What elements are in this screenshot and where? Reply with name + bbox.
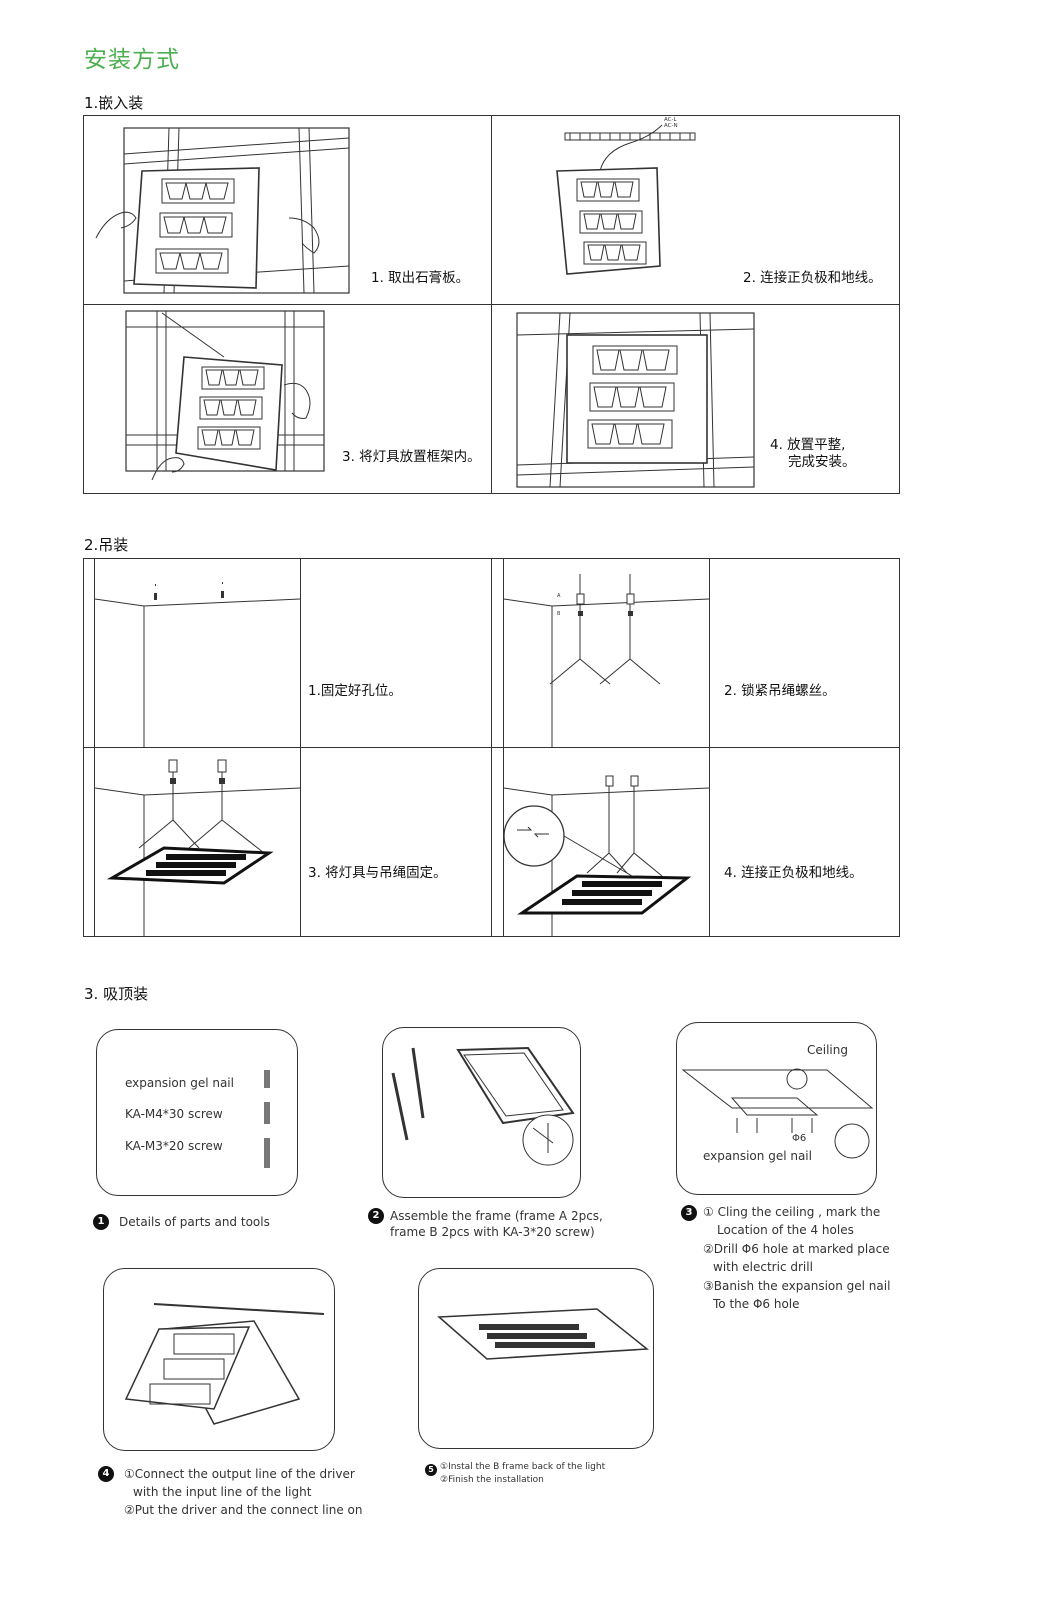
driver-box	[103, 1268, 335, 1451]
parts-illustration	[264, 1070, 270, 1168]
s1-step2-cell: AC-L AC-N 2. 连接正负极和地线。	[492, 116, 900, 304]
step3-line5: ③Banish the expansion gel nail	[703, 1279, 891, 1293]
page-title: 安装方式	[84, 47, 180, 73]
ac-n-label: AC-N	[664, 123, 678, 129]
frame-illustration	[391, 1046, 575, 1166]
s2-step1-caption: 1.固定好孔位。	[308, 683, 402, 699]
step1-text: Details of parts and tools	[119, 1215, 270, 1229]
ac-l-label: AC-L	[664, 117, 677, 123]
hanger-label-a: A	[557, 593, 561, 599]
s2-step3-cell: 3. 将灯具与吊绳固定。	[84, 748, 491, 936]
section2-grid: 1.固定好孔位。 A B 2. 锁紧吊绳螺丝。 3. 将灯具与吊绳固定。	[83, 558, 900, 937]
s1-step1-illustration	[95, 127, 350, 294]
s1-step2-caption: 2. 连接正负极和地线。	[743, 270, 882, 286]
s2-step4-cell: 4. 连接正负极和地线。	[492, 748, 900, 936]
finish-illustration	[437, 1308, 649, 1360]
s2-step4-illustration	[503, 775, 710, 936]
s2-step2-illustration	[503, 574, 710, 747]
step3-number: 3	[681, 1205, 697, 1221]
step2-line2: frame B 2pcs with KA-3*20 screw)	[390, 1225, 595, 1239]
frame-box	[382, 1027, 581, 1198]
ceiling-illustration	[681, 1068, 874, 1159]
parts-box: expansion gel nail KA-M4*30 screw KA-M3*…	[96, 1029, 298, 1196]
step2-line1: Assemble the frame (frame A 2pcs,	[390, 1209, 603, 1223]
s2-step3-illustration	[94, 759, 301, 936]
driver-illustration	[124, 1303, 325, 1425]
step5-line1: ①Instal the B frame back of the light	[440, 1462, 606, 1472]
finish-box	[418, 1268, 654, 1449]
s2-step2-caption: 2. 锁紧吊绳螺丝。	[724, 683, 836, 699]
step5-line2: ②Finish the installation	[440, 1475, 544, 1485]
step1-number: 1	[93, 1214, 109, 1230]
ceiling-label: Ceiling	[807, 1043, 848, 1057]
s1-step3-cell: 3. 将灯具放置框架内。	[84, 305, 491, 493]
step3-line1: ① Cling the ceiling , mark the	[703, 1205, 881, 1219]
part-m4-screw: KA-M4*30 screw	[125, 1107, 223, 1121]
step3-line2: Location of the 4 holes	[717, 1223, 854, 1237]
s1-step1-caption: 1. 取出石膏板。	[371, 270, 470, 286]
gel-nail-label: expansion gel nail	[703, 1149, 812, 1163]
part-gel-nail: expansion gel nail	[125, 1076, 234, 1090]
s2-step4-caption: 4. 连接正负极和地线。	[724, 865, 863, 881]
s2-step2-cell: A B 2. 锁紧吊绳螺丝。	[492, 559, 900, 747]
step3-line6: To the Φ6 hole	[713, 1297, 800, 1311]
step3-line3: ②Drill Φ6 hole at marked place	[703, 1242, 890, 1256]
part-m3-screw: KA-M3*20 screw	[125, 1139, 223, 1153]
step4-line2: with the input line of the light	[133, 1485, 312, 1499]
step4-line1: ①Connect the output line of the driver	[124, 1467, 355, 1481]
section1-heading: 1.嵌入装	[84, 94, 144, 112]
s1-step2-illustration	[556, 124, 696, 275]
s1-step3-caption: 3. 将灯具放置框架内。	[342, 449, 481, 465]
section3-heading: 3. 吸顶装	[84, 985, 149, 1003]
section1-grid: 1. 取出石膏板。 AC-L AC-N 2. 连接正负极和地线。	[83, 115, 900, 494]
s1-step4-cell: 4. 放置平整, 完成安装。	[492, 305, 900, 493]
hole-label: Φ6	[792, 1133, 807, 1144]
s1-step1-cell: 1. 取出石膏板。	[84, 116, 491, 304]
s2-step3-caption: 3. 将灯具与吊绳固定。	[308, 865, 447, 881]
step4-line3: ②Put the driver and the connect line on	[124, 1503, 363, 1517]
step4-number: 4	[98, 1466, 114, 1482]
s2-step1-illustration	[94, 582, 301, 747]
step5-number: 5	[425, 1464, 437, 1476]
s1-step4-illustration	[516, 312, 755, 488]
section2-heading: 2.吊装	[84, 536, 129, 554]
s2-step1-cell: 1.固定好孔位。	[84, 559, 491, 747]
ceiling-box: Ceiling Φ6 expansion gel nail	[676, 1022, 877, 1195]
s1-step4-caption-line2: 完成安装。	[788, 454, 856, 470]
hanger-label-b: B	[557, 611, 561, 617]
s1-step3-illustration	[125, 310, 325, 481]
step3-line4: with electric drill	[713, 1260, 813, 1274]
step2-number: 2	[368, 1208, 384, 1224]
s1-step4-caption-line1: 4. 放置平整,	[770, 437, 846, 453]
